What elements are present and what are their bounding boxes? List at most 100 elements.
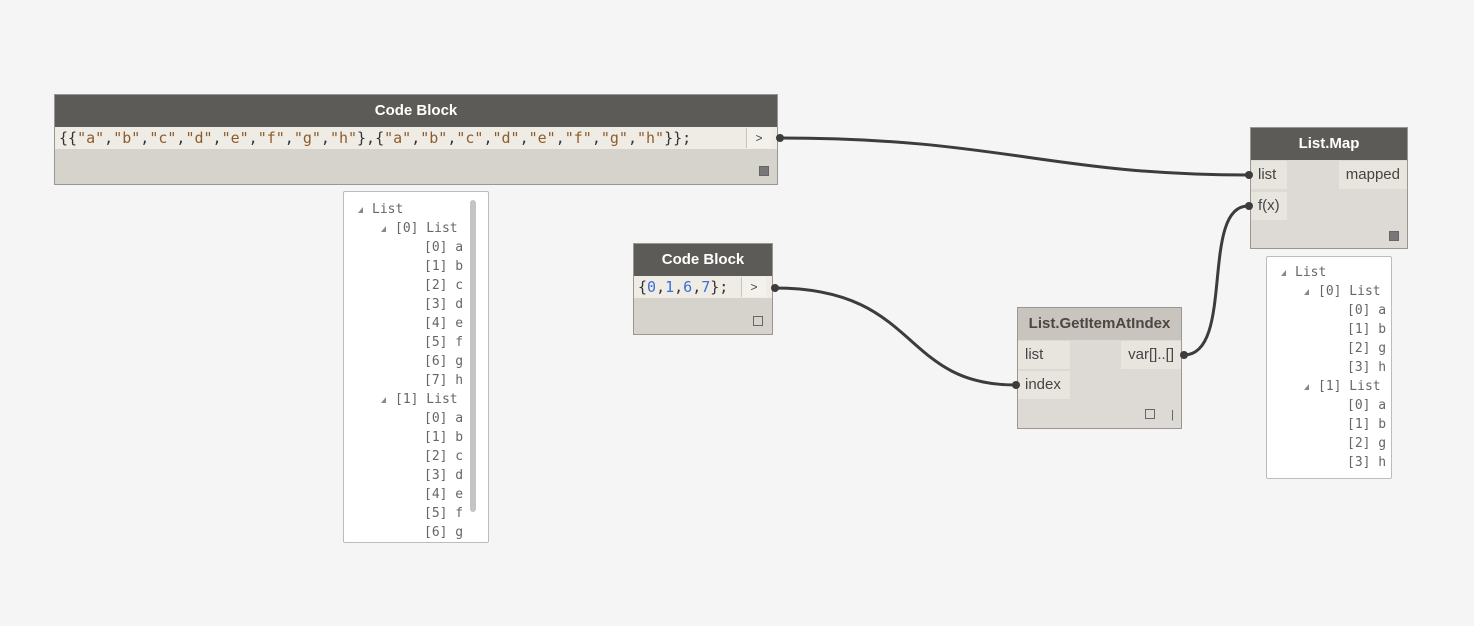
code-token: 1: [665, 278, 675, 296]
wire-codeblock2-to-getitem-index[interactable]: [774, 286, 1016, 387]
code-token: ,: [176, 129, 186, 147]
code-token: ,: [212, 129, 222, 147]
tree-label: [0] a: [424, 411, 464, 426]
tree-label: [3] d: [424, 468, 464, 483]
code-token: "d": [492, 129, 520, 147]
node-title[interactable]: Code Block: [634, 244, 772, 276]
watch-preview-codeblock1[interactable]: List[0] List[0] a[1] b[2] c[3] d[4] e[5]…: [343, 191, 489, 543]
code-token: "c": [456, 129, 484, 147]
tree-label: [2] c: [424, 278, 464, 293]
tree-leaf: [0] a: [424, 409, 463, 428]
node-title[interactable]: List.Map: [1251, 128, 1407, 160]
preview-toggle[interactable]: [759, 166, 769, 176]
tree-label: [5] f: [424, 506, 464, 521]
node-title[interactable]: Code Block: [55, 95, 777, 127]
code-token: ,: [555, 129, 565, 147]
expand-triangle-icon[interactable]: [1281, 269, 1286, 276]
tree-label: [3] h: [1347, 360, 1387, 375]
code-token: 0: [647, 278, 657, 296]
input-port-list[interactable]: list: [1018, 341, 1070, 369]
code-block-node-2[interactable]: Code Block {0,1,6,7}; >: [633, 243, 773, 335]
code-token: {: [638, 278, 648, 296]
expand-triangle-icon[interactable]: [1304, 383, 1309, 390]
code-editor[interactable]: {{"a","b","c","d","e","f","g","h"},{"a",…: [55, 127, 777, 149]
tree-label: [1] List: [1318, 379, 1381, 394]
tree-label: [6] g: [424, 525, 464, 540]
tree-label: [3] h: [1347, 455, 1387, 470]
wire-codeblock1-to-listmap-list[interactable]: [779, 136, 1249, 177]
expand-triangle-icon[interactable]: [381, 225, 386, 232]
code-token: ,: [519, 129, 529, 147]
code-token: ,: [140, 129, 150, 147]
input-port-dot[interactable]: [1012, 381, 1020, 389]
output-port-dot[interactable]: [776, 134, 784, 142]
preview-toggle[interactable]: [753, 316, 763, 326]
code-token: {{: [59, 129, 78, 147]
tree-node-list[interactable]: [1] List: [1304, 377, 1381, 396]
input-port-dot[interactable]: [1245, 171, 1253, 179]
code-token: "d": [185, 129, 213, 147]
tree-label: [0] a: [424, 240, 464, 255]
preview-scrollbar[interactable]: [470, 200, 476, 512]
output-port-dot[interactable]: [1180, 351, 1188, 359]
input-port-dot[interactable]: [1245, 202, 1253, 210]
output-port-button[interactable]: >: [741, 277, 766, 297]
get-item-at-index-node[interactable]: List.GetItemAtIndex list index var[]..[]…: [1017, 307, 1182, 429]
input-port-fx[interactable]: f(x): [1251, 192, 1287, 220]
tree-leaf: [3] d: [424, 295, 463, 314]
preview-toggle[interactable]: [1145, 409, 1155, 419]
tree-leaf: [0] a: [1347, 396, 1386, 415]
input-port-list[interactable]: list: [1251, 161, 1287, 189]
tree-leaf: [2] c: [424, 447, 463, 466]
code-block-node-1[interactable]: Code Block {{"a","b","c","d","e","f","g"…: [54, 94, 778, 185]
tree-label: [1] b: [1347, 322, 1387, 337]
tree-node-list[interactable]: List: [1281, 263, 1326, 282]
code-token: }};: [664, 129, 692, 147]
code-token: "a": [384, 129, 412, 147]
input-port-index[interactable]: index: [1018, 371, 1070, 399]
tree-leaf: [0] a: [1347, 301, 1386, 320]
tree-label: [1] b: [1347, 417, 1387, 432]
output-port-button[interactable]: >: [746, 128, 771, 148]
wire-getitem-to-listmap-fx[interactable]: [1183, 204, 1249, 357]
preview-toggle[interactable]: [1389, 231, 1399, 241]
code-token: ,: [104, 129, 114, 147]
tree-label: [6] g: [424, 354, 464, 369]
tree-node-list[interactable]: List: [358, 200, 403, 219]
node-title[interactable]: List.GetItemAtIndex: [1018, 308, 1181, 340]
tree-node-list[interactable]: [0] List: [381, 219, 458, 238]
code-token: ,: [483, 129, 493, 147]
tree-label: [0] a: [1347, 398, 1387, 413]
output-port-mapped[interactable]: mapped: [1338, 161, 1407, 189]
code-token: ,: [692, 278, 702, 296]
expand-triangle-icon[interactable]: [381, 396, 386, 403]
tree-leaf: [2] g: [1347, 339, 1386, 358]
tree-label: [0] List: [395, 221, 458, 236]
code-token: ,: [248, 129, 258, 147]
code-token: "g": [600, 129, 628, 147]
code-token: ,: [284, 129, 294, 147]
output-port-dot[interactable]: [771, 284, 779, 292]
tree-leaf: [2] c: [424, 276, 463, 295]
lacing-indicator: |: [1171, 409, 1174, 421]
code-token: "e": [221, 129, 249, 147]
tree-node-list[interactable]: [1] List: [381, 390, 458, 409]
output-port-var[interactable]: var[]..[]: [1121, 341, 1181, 369]
expand-triangle-icon[interactable]: [1304, 288, 1309, 295]
code-token: ,: [447, 129, 457, 147]
tree-node-list[interactable]: [0] List: [1304, 282, 1381, 301]
code-token: "e": [528, 129, 556, 147]
code-token: "a": [77, 129, 105, 147]
code-token: "g": [293, 129, 321, 147]
watch-preview-listmap[interactable]: List [0] List [0] a [1] b [2] g [3] h [1] List…: [1266, 256, 1392, 479]
code-token: "f": [257, 129, 285, 147]
tree-leaf: [3] h: [1347, 358, 1386, 377]
code-token: "h": [329, 129, 358, 147]
tree-label: [7] h: [424, 373, 464, 388]
expand-triangle-icon[interactable]: [358, 206, 363, 213]
code-editor[interactable]: {0,1,6,7};: [634, 276, 772, 298]
list-map-node[interactable]: List.Map list f(x) mapped: [1250, 127, 1408, 249]
code-token: ,: [591, 129, 601, 147]
tree-label: [0] List: [1318, 284, 1381, 299]
code-token: ,: [320, 129, 330, 147]
